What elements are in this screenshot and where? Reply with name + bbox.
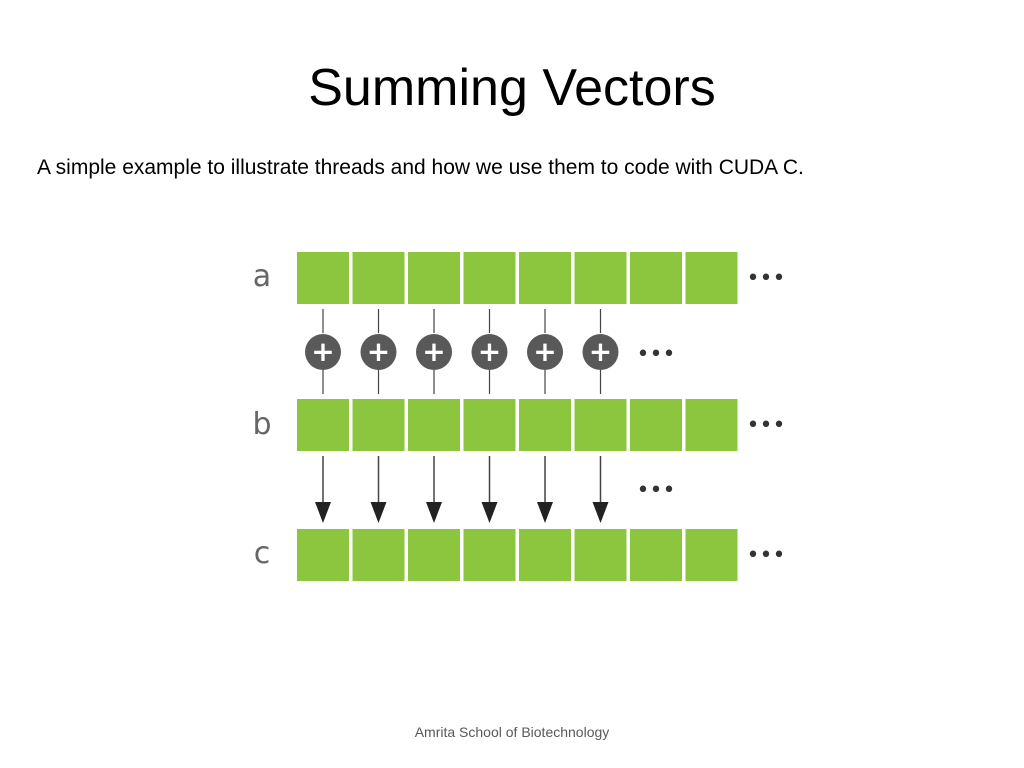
arrow-head-icon: [537, 502, 553, 523]
arrow-head-icon: [592, 502, 609, 523]
plus-operator-circle: [471, 334, 508, 370]
plus-operator-circle: [416, 334, 452, 370]
vector-b-cell: [519, 399, 571, 451]
vector-c-cell: [685, 529, 738, 581]
vector-a-cell: [574, 252, 627, 304]
plus-icon: +: [422, 335, 445, 368]
ellipsis-arrows: •••: [637, 478, 676, 503]
vector-c-cell: [408, 529, 460, 581]
vector-c-cell: [463, 529, 516, 581]
slide-title: Summing Vectors: [308, 59, 716, 117]
vector-b-cell: [630, 399, 682, 451]
plus-icon: +: [589, 335, 612, 368]
vector-c-cell: [352, 529, 405, 581]
plus-operator-circle: [527, 334, 563, 370]
slide-footer: Amrita School of Biotechnology: [414, 724, 610, 740]
plus-icon: +: [311, 335, 334, 368]
vector-b-cell: [463, 399, 516, 451]
plus-operator-circle: [360, 334, 397, 370]
vector-a-cell: [297, 252, 349, 304]
plus-icon: +: [533, 335, 556, 368]
vector-a-cell: [685, 252, 738, 304]
vector-a-cell: [630, 252, 682, 304]
vector-b-cell: [408, 399, 460, 451]
arrow-head-icon: [426, 502, 442, 523]
vector-b-cell: [297, 399, 349, 451]
diagram-shapes: ••• ••• ••• ••• ••• + + + + + +: [297, 252, 785, 581]
vector-b-cell: [685, 399, 738, 451]
ellipsis-row-a: •••: [747, 266, 786, 291]
slide-subtitle: A simple example to illustrate threads a…: [37, 156, 804, 179]
row-label-a: a: [253, 259, 271, 294]
vector-a-cell: [463, 252, 516, 304]
vector-c-cell: [574, 529, 627, 581]
ellipsis-operators: •••: [637, 342, 676, 367]
vector-a-cell: [408, 252, 460, 304]
plus-icon: +: [367, 335, 390, 368]
vector-b-cell: [352, 399, 405, 451]
row-label-b: b: [252, 407, 271, 442]
plus-operator-circle: [305, 334, 341, 370]
row-label-c: c: [254, 536, 271, 571]
vector-c-cell: [630, 529, 682, 581]
vector-a-cell: [352, 252, 405, 304]
ellipsis-row-c: •••: [747, 543, 786, 568]
plus-icon: +: [478, 335, 501, 368]
arrow-head-icon: [370, 502, 387, 523]
vector-c-cell: [519, 529, 571, 581]
vector-a-cell: [519, 252, 571, 304]
ellipsis-row-b: •••: [747, 413, 786, 438]
vector-b-cell: [574, 399, 627, 451]
arrow-head-icon: [481, 502, 498, 523]
vector-c-cell: [297, 529, 349, 581]
arrow-head-icon: [315, 502, 331, 523]
plus-operator-circle: [582, 334, 619, 370]
